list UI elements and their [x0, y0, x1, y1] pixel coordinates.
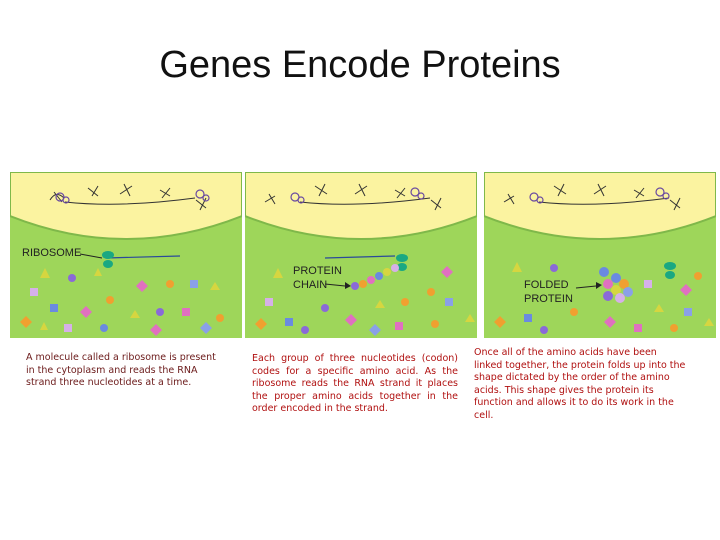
folded-label: FOLDED	[524, 279, 569, 291]
slide-title: Genes Encode Proteins	[0, 44, 720, 87]
panel-folded-protein: FOLDED PROTEIN	[484, 172, 716, 338]
protein-chain-illustration: PROTEIN CHAIN	[245, 172, 477, 338]
protein-label: PROTEIN	[293, 265, 342, 277]
panel-ribosome: RIBOSOME	[10, 172, 242, 338]
protein-label-2: PROTEIN	[524, 293, 573, 305]
caption-protein-chain: Each group of three nucleotides (codon) …	[252, 353, 458, 416]
ribosome-label: RIBOSOME	[22, 247, 81, 259]
caption-ribosome: A molecule called a ribosome is present …	[26, 352, 222, 390]
chain-label: CHAIN	[293, 279, 327, 291]
ribosome-icon	[396, 254, 408, 262]
folded-protein-illustration: FOLDED PROTEIN	[484, 172, 716, 338]
panel-protein-chain: PROTEIN CHAIN	[245, 172, 477, 338]
caption-folded-protein: Once all of the amino acids have been li…	[474, 347, 686, 423]
ribosome-icon	[102, 251, 114, 259]
ribosome-icon	[664, 262, 676, 270]
ribosome-illustration: RIBOSOME	[10, 172, 242, 338]
